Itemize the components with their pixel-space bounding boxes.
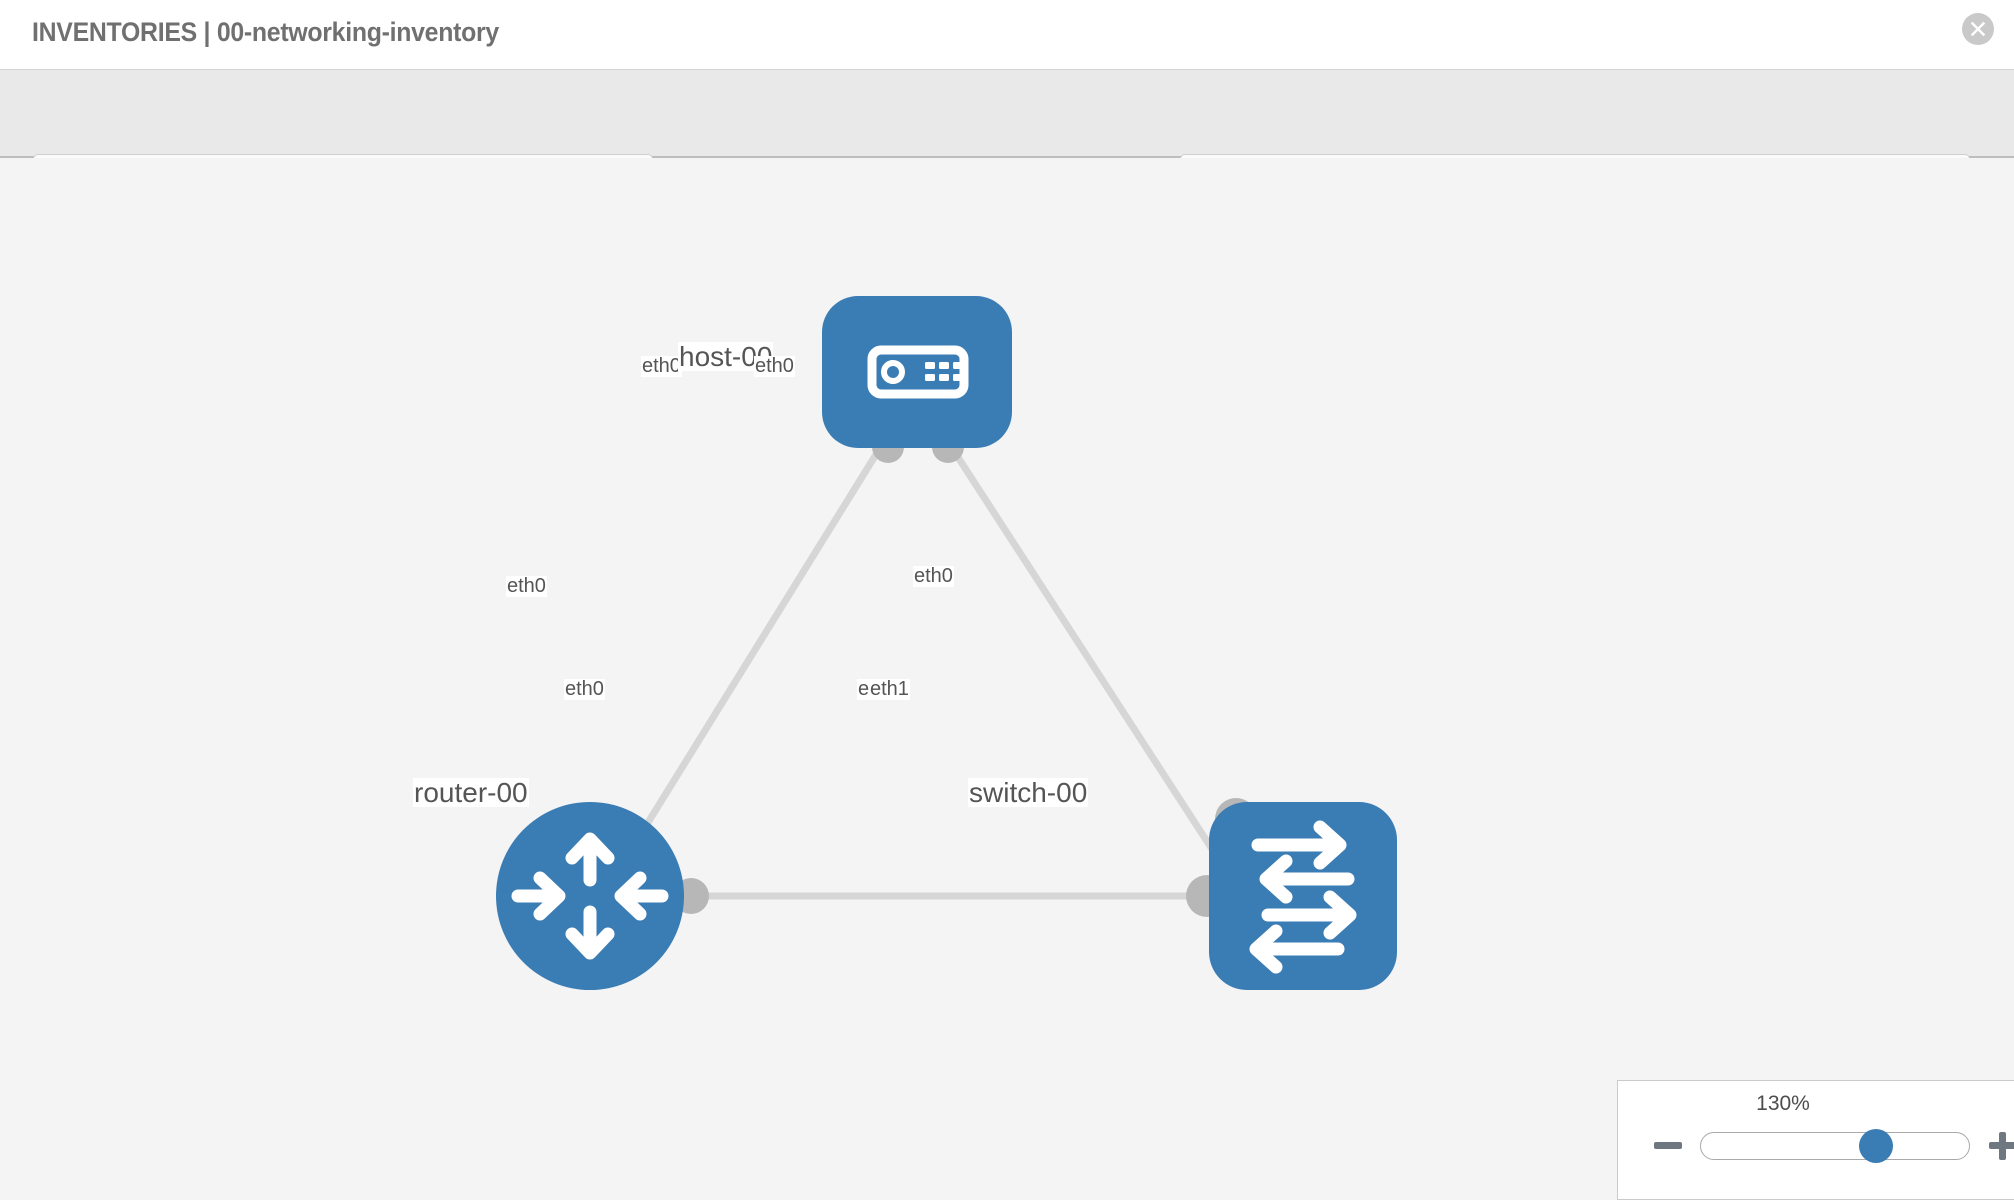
topology-node-host-00 [822, 296, 1012, 448]
interface-label: eth1 [869, 678, 910, 700]
zoom-slider-thumb[interactable] [1859, 1129, 1893, 1163]
topology-canvas[interactable]: eth0 host-00 eth0 eth0 eth0 eth0 eth0 et… [0, 158, 2014, 1200]
server-icon [867, 345, 969, 399]
window-header: INVENTORIES | 00-networking-inventory [0, 0, 2014, 70]
topology-node-switch-00 [1209, 802, 1397, 990]
node-label-router-00: router-00 [413, 777, 529, 808]
link-host00-switch00 [949, 446, 1248, 902]
interface-label: eth0 [913, 565, 954, 587]
toolbar: ACTIONS SEARCH [0, 70, 2014, 204]
zoom-level-value: 130% [1756, 1092, 1810, 1115]
interface-label: eth0 [754, 355, 795, 377]
zoom-control-panel: 130% [1617, 1080, 2014, 1200]
zoom-out-button[interactable] [1651, 1129, 1685, 1163]
node-label-switch-00: switch-00 [968, 777, 1089, 808]
connector-nubs [673, 431, 1257, 917]
interface-label: eth0 [641, 355, 682, 377]
interface-label: eth0 [564, 678, 605, 700]
topology-node-router-00 [496, 802, 684, 990]
zoom-in-button[interactable] [1986, 1129, 2014, 1163]
interface-label: eth0 [506, 575, 547, 597]
zoom-slider[interactable] [1700, 1129, 1970, 1163]
page-title: INVENTORIES | 00-networking-inventory [32, 17, 499, 47]
topology-graph [496, 296, 1397, 990]
close-icon[interactable] [1962, 13, 1994, 45]
